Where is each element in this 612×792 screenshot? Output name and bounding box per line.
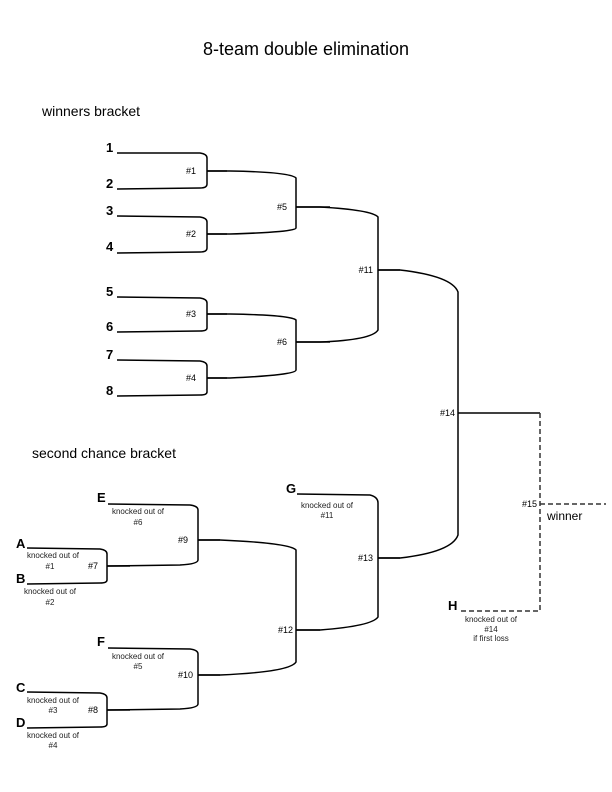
entry-A: A knocked out of #1 <box>16 536 80 571</box>
entry-F: F knocked out of #5 <box>97 634 165 671</box>
entry-G: G knocked out of #11 <box>286 481 354 520</box>
seed-6: 6 <box>106 319 113 334</box>
seed-7: 7 <box>106 347 113 362</box>
entry-note-H: knocked out of <box>465 615 518 624</box>
match-label-9: #9 <box>178 535 188 545</box>
entry-label-G: G <box>286 481 296 496</box>
entry-D: D knocked out of #4 <box>16 715 80 750</box>
entry-label-C: C <box>16 680 26 695</box>
match-label-4: #4 <box>186 373 196 383</box>
entry-label-H: H <box>448 598 457 613</box>
bracket-line-match-14 <box>378 269 540 559</box>
entry-note-F-match: #5 <box>134 662 143 671</box>
entry-note-D: knocked out of <box>27 731 80 740</box>
seed-2: 2 <box>106 176 113 191</box>
entry-note-E: knocked out of <box>112 507 165 516</box>
bracket-line-match-5 <box>207 170 330 235</box>
entry-label-B: B <box>16 571 25 586</box>
match-label-11: #11 <box>359 265 373 275</box>
bracket-line-match-12 <box>198 539 320 676</box>
match-label-14: #14 <box>440 408 455 418</box>
match-label-3: #3 <box>186 309 196 319</box>
entry-label-F: F <box>97 634 105 649</box>
second-chance-bracket-heading: second chance bracket <box>32 445 176 461</box>
entry-note-B-match: #2 <box>46 598 55 607</box>
match-label-13: #13 <box>358 553 373 563</box>
winner-label: winner <box>546 509 582 523</box>
seed-1: 1 <box>106 140 113 155</box>
match-label-12: #12 <box>278 625 293 635</box>
seed-5: 5 <box>106 284 113 299</box>
entry-label-D: D <box>16 715 25 730</box>
entry-note-D-match: #4 <box>49 741 58 750</box>
match-label-10: #10 <box>178 670 193 680</box>
diagram-title: 8-team double elimination <box>203 39 409 59</box>
entry-note-B: knocked out of <box>24 587 77 596</box>
entry-note-E-match: #6 <box>134 518 143 527</box>
match-label-5: #5 <box>277 202 287 212</box>
entry-E: E knocked out of #6 <box>97 490 165 527</box>
match-label-15: #15 <box>522 499 537 509</box>
entry-C: C knocked out of #3 <box>16 680 80 715</box>
entry-note-G-match: #11 <box>321 511 334 520</box>
entry-note-G: knocked out of <box>301 501 354 510</box>
match-label-6: #6 <box>277 337 287 347</box>
match-label-7: #7 <box>88 561 98 571</box>
match-label-2: #2 <box>186 229 196 239</box>
entry-note-H-match: #14 <box>484 625 498 634</box>
entry-B: B knocked out of #2 <box>16 571 77 607</box>
entry-label-A: A <box>16 536 26 551</box>
seed-3: 3 <box>106 203 113 218</box>
seed-8: 8 <box>106 383 113 398</box>
entry-note-C-match: #3 <box>49 706 58 715</box>
bracket-line-match-11 <box>296 206 400 343</box>
entry-note-H-condition: if first loss <box>473 634 509 643</box>
match-label-8: #8 <box>88 705 98 715</box>
entry-note-C: knocked out of <box>27 696 80 705</box>
match-label-1: #1 <box>186 166 196 176</box>
entry-note-F: knocked out of <box>112 652 165 661</box>
entry-label-E: E <box>97 490 106 505</box>
bracket-line-match-15 <box>460 413 606 612</box>
bracket-line-match-6 <box>207 313 330 379</box>
seed-4: 4 <box>106 239 114 254</box>
bracket-line-match-13 <box>296 493 400 631</box>
entry-H: H knocked out of #14 if first loss <box>448 598 518 643</box>
entry-note-A: knocked out of <box>27 551 80 560</box>
entry-note-A-match: #1 <box>46 562 55 571</box>
winners-bracket-heading: winners bracket <box>41 103 140 119</box>
